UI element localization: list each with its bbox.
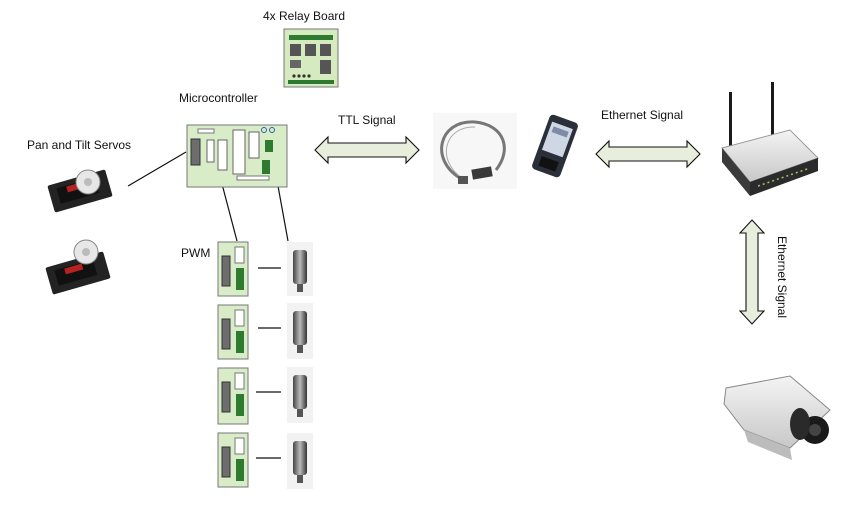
wireless-router-icon	[721, 82, 819, 196]
pwm-label: PWM	[181, 246, 211, 260]
ttl-signal-label: TTL Signal	[338, 113, 396, 127]
pwm-driver-icon	[217, 432, 249, 488]
ethernet-signal-arrow-vertical	[738, 219, 766, 325]
dc-motor-icon	[287, 367, 313, 423]
servos-label: Pan and Tilt Servos	[27, 138, 132, 152]
ttl-signal-arrow	[314, 135, 420, 165]
dc-motor-icon	[287, 303, 313, 359]
relay-board-label: 4x Relay Board	[263, 9, 346, 23]
usb-serial-cable-icon	[433, 113, 517, 189]
servo-icon	[45, 239, 111, 295]
ethernet-signal-label-top: Ethernet Signal	[601, 108, 684, 122]
microcontroller-label: Microcontroller	[179, 91, 258, 105]
ethernet-signal-arrow-horizontal	[595, 139, 701, 169]
relay-board-icon	[283, 28, 339, 88]
ip-camera-icon	[723, 375, 831, 460]
connector-lines	[127, 151, 289, 459]
dc-motor-icon	[287, 242, 313, 296]
dc-motor-icon	[287, 433, 313, 489]
microcontroller-board-icon	[186, 124, 288, 188]
pwm-driver-icon	[217, 367, 249, 425]
servo-icon	[47, 169, 113, 213]
ethernet-signal-label-side: Ethernet Signal	[775, 235, 790, 319]
pwm-driver-icon	[217, 304, 249, 360]
pwm-driver-icon	[217, 241, 249, 297]
serial-ethernet-adapter-icon	[532, 114, 578, 178]
